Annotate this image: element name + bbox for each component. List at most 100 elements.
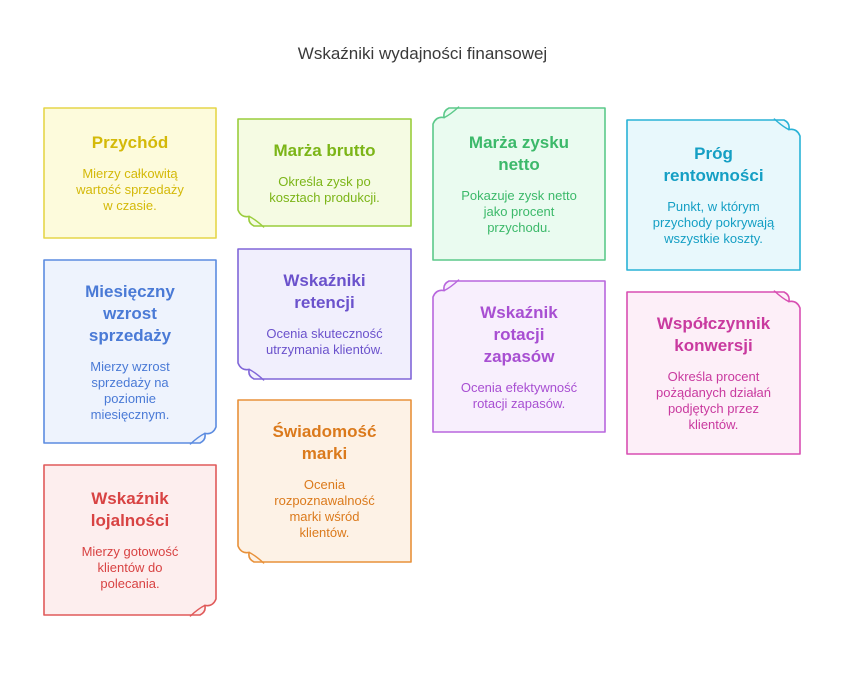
- note-shape: [432, 107, 606, 261]
- card-description-line: kosztach produkcji.: [269, 189, 380, 205]
- card-description-line: jako procent: [483, 204, 555, 219]
- card-title: Marża zysku netto: [469, 132, 569, 176]
- note-background: [626, 118, 801, 271]
- card-description-line: przychodu.: [487, 220, 551, 235]
- card-description-line: Punkt, w którym: [667, 199, 760, 214]
- card-description-line: Mierzy całkowitą: [82, 166, 178, 181]
- card-title-line: Marża brutto: [273, 140, 376, 160]
- card-description-line: miesięcznym.: [90, 406, 170, 422]
- card-title-line: rentowności: [663, 166, 764, 185]
- card-title: Przychód: [92, 132, 169, 154]
- card-title-line: Próg: [694, 144, 733, 163]
- card-description-line: Określa procent: [667, 369, 760, 384]
- card-description-line: Ocenia efektywność: [460, 379, 578, 395]
- note-shape: [432, 280, 606, 433]
- card-title-line: wzrost: [103, 303, 157, 323]
- card-description-line: utrzymania klientów.: [265, 342, 384, 357]
- note-shape: [43, 107, 217, 239]
- card-description-line: wartość sprzedaży: [76, 182, 184, 197]
- card-description-line: pożądanych działań: [656, 385, 771, 400]
- card-description-line: Ocenia: [303, 477, 346, 492]
- card-title: Wskaźnik lojalności: [91, 488, 169, 532]
- note-background: [626, 290, 801, 455]
- card-description-line: polecania.: [100, 576, 160, 591]
- card-description-line: przychody pokrywają: [652, 215, 775, 230]
- card-title: Marża brutto: [274, 140, 376, 162]
- card-description-line: klientów.: [688, 417, 739, 432]
- card-title-line: zapasów: [483, 346, 555, 366]
- card-description-line: Pokazuje zysk netto: [461, 188, 577, 203]
- card-description-line: Ocenia skuteczność: [266, 326, 383, 341]
- page-curl: [248, 368, 265, 381]
- card-description-line: Określa zysk po: [278, 173, 371, 189]
- card-title-line: Przychód: [91, 133, 169, 152]
- card-title-line: Świadomość: [272, 422, 377, 441]
- note-background: [432, 279, 606, 433]
- card-title-line: Wskaźnik: [480, 302, 558, 322]
- page-curl: [443, 106, 460, 119]
- note-background: [43, 107, 217, 239]
- card-title-line: Miesięczny: [85, 281, 175, 301]
- card-description-line: klientów.: [299, 525, 350, 540]
- card-description-line: sprzedaży na: [91, 374, 169, 390]
- card-description-line: Mierzy gotowość: [81, 544, 179, 559]
- card-title-line: Współczynnik: [656, 314, 771, 333]
- card-description-line: poziomie: [103, 390, 156, 406]
- card-description-line: rotacji zapasów.: [472, 395, 566, 411]
- card-title-line: marki: [301, 444, 348, 463]
- note-background: [237, 118, 412, 228]
- card-description-line: wszystkie koszty.: [664, 231, 763, 246]
- page-curl: [773, 290, 790, 303]
- card-title-line: rotacji: [493, 324, 545, 344]
- card-description-line: rozpoznawalność: [274, 493, 375, 508]
- card-title: Świadomość marki: [273, 421, 377, 465]
- page-curl: [248, 215, 265, 228]
- page-curl: [773, 118, 790, 131]
- card-title-line: netto: [498, 155, 540, 174]
- note-background: [237, 399, 412, 564]
- card-title-line: Wskaźnik: [91, 489, 169, 508]
- page-title: Wskaźniki wydajności finansowej: [297, 44, 548, 63]
- page-curl: [189, 432, 206, 445]
- card-title-line: retencji: [294, 293, 355, 312]
- card-title-line: lojalności: [90, 511, 170, 530]
- card-description-line: Mierzy wzrost: [90, 358, 170, 374]
- card-title-line: sprzedaży: [88, 325, 172, 345]
- card-title-line: Marża zysku: [468, 133, 570, 152]
- page-curl: [189, 604, 206, 617]
- page-curl: [248, 551, 265, 564]
- note-background: [237, 248, 412, 381]
- card-description-line: marki wśród: [289, 509, 360, 524]
